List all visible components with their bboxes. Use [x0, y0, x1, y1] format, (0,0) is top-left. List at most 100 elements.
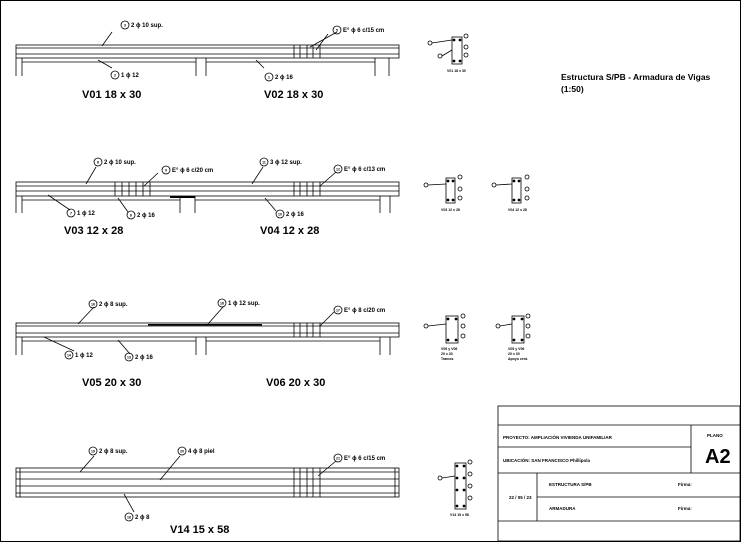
plano-label: PLANO: [707, 433, 723, 438]
svg-text:19: 19: [91, 450, 95, 454]
mark-10: 10 2 ϕ 16: [275, 209, 305, 219]
mark-1: 1 2 ϕ 16: [264, 72, 294, 82]
mark-2: 2 1 ϕ 12: [110, 70, 140, 80]
beam-v05-v06-elevation: [15, 306, 400, 355]
svg-text:2 ϕ 10 sup.: 2 ϕ 10 sup.: [104, 160, 136, 166]
mark-18b: 18 2 ϕ 8: [124, 512, 150, 522]
section-label-2: V03 12 x 28: [441, 208, 460, 212]
svg-text:1 ϕ 12 sup.: 1 ϕ 12 sup.: [228, 301, 260, 307]
project-location: UBICACIÓN: SAN FRANCISCO Phillipola: [503, 456, 590, 463]
beam-name-v14: V14 15 x 58: [170, 524, 229, 536]
svg-text:8: 8: [97, 161, 99, 165]
svg-text:2 ϕ 8 sup.: 2 ϕ 8 sup.: [99, 302, 128, 308]
beam-name-v03: V03 12 x 28: [64, 225, 123, 237]
section-v05-apoyo: [495, 313, 531, 344]
section-label-6: V14 15 x 58: [450, 513, 469, 517]
mark-7: 7 1 ϕ 12: [66, 208, 96, 218]
section-label-4c: Tramos: [441, 357, 454, 361]
mark-11: 11 3 ϕ 12 sup.: [259, 157, 302, 167]
svg-text:2 ϕ 8: 2 ϕ 8: [135, 515, 150, 521]
svg-text:16: 16: [91, 303, 95, 307]
svg-text:3 ϕ 12 sup.: 3 ϕ 12 sup.: [270, 160, 302, 166]
svg-text:2 ϕ 16: 2 ϕ 16: [286, 212, 305, 218]
plano-number: A2: [705, 446, 731, 468]
beam-support-fill: [170, 196, 195, 198]
mark-18: 18 1 ϕ 12 sup.: [217, 298, 260, 308]
section-label-3: V04 12 x 28: [508, 208, 527, 212]
svg-text:10: 10: [278, 213, 282, 217]
beam-name-v05: V05 20 x 30: [82, 377, 141, 389]
beam-v03-v04-elevation: [15, 166, 400, 213]
sheet-subject-1: ESTRUCTURA S/PB: [549, 482, 592, 487]
svg-text:6: 6: [130, 214, 132, 218]
beam-name-v06: V06 20 x 30: [266, 377, 325, 389]
section-label-4b: 20 x 30: [441, 352, 453, 356]
svg-text:17: 17: [336, 309, 340, 313]
beam-name-v04: V04 12 x 28: [260, 225, 319, 237]
svg-text:E° ϕ 6 c/15 cm: E° ϕ 6 c/15 cm: [344, 456, 385, 462]
project-name: PROYECTO: AMPLIACIÓN VIVIENDA UNIFAMILIA…: [503, 433, 613, 440]
svg-text:1 ϕ 12: 1 ϕ 12: [121, 73, 140, 79]
svg-text:5: 5: [336, 29, 338, 33]
drawing-scale: (1:50): [561, 84, 584, 94]
svg-text:9: 9: [165, 169, 167, 173]
date: 22 / 05 / 23: [509, 495, 532, 500]
svg-text:E° ϕ 6 c/13 cm: E° ϕ 6 c/13 cm: [344, 167, 385, 173]
signature-2: Firma:: [678, 506, 692, 511]
svg-text:13: 13: [127, 356, 131, 360]
top-bar-extra: [148, 324, 262, 326]
svg-text:2 ϕ 8 sup.: 2 ϕ 8 sup.: [99, 449, 128, 455]
mark-19: 19 2 ϕ 8 sup.: [88, 446, 128, 456]
section-label-4a: V05 y V06: [441, 347, 457, 351]
mark-3: 3 2 ϕ 10 sup.: [120, 20, 163, 30]
svg-text:E° ϕ 8 c/20 cm: E° ϕ 8 c/20 cm: [344, 308, 385, 314]
svg-text:2 ϕ 16: 2 ϕ 16: [137, 213, 156, 219]
section-v03: [423, 174, 463, 204]
mark-12: 12 E° ϕ 6 c/13 cm: [333, 164, 385, 174]
svg-text:E° ϕ 6 c/15 cm: E° ϕ 6 c/15 cm: [343, 28, 384, 34]
signature-1: Firma:: [678, 482, 692, 487]
beam-name-v01: V01 18 x 30: [82, 89, 141, 101]
section-v05-tramos: [423, 313, 466, 344]
svg-text:20: 20: [180, 450, 184, 454]
mark-6: 6 2 ϕ 16: [126, 210, 156, 220]
svg-text:7: 7: [70, 212, 72, 216]
svg-text:4 ϕ 8 piel: 4 ϕ 8 piel: [188, 449, 215, 455]
svg-text:18: 18: [220, 302, 224, 306]
mark-20: 20 4 ϕ 8 piel: [177, 446, 215, 456]
section-label-1: V01 18 x 30: [447, 69, 466, 73]
section-label-5c: Apoyo cent.: [508, 357, 528, 361]
mark-9: 9 E° ϕ 6 c/20 cm: [161, 165, 213, 175]
svg-text:12: 12: [336, 168, 340, 172]
mark-16: 16 2 ϕ 8 sup.: [88, 299, 128, 309]
svg-text:1: 1: [268, 76, 270, 80]
section-v14: [437, 459, 473, 510]
sheet-subject-2: ARMADURA: [549, 506, 576, 511]
svg-text:18: 18: [127, 516, 131, 520]
section-label-5a: V05 y V06: [508, 347, 524, 351]
mark-8: 8 2 ϕ 10 sup.: [93, 157, 136, 167]
svg-text:E° ϕ 6 c/20 cm: E° ϕ 6 c/20 cm: [172, 168, 213, 174]
title-block: [497, 405, 741, 542]
svg-text:2: 2: [114, 74, 116, 78]
svg-text:14: 14: [67, 354, 71, 358]
svg-text:2 ϕ 16: 2 ϕ 16: [135, 355, 154, 361]
beam-v01-v02-elevation: [15, 31, 400, 76]
mark-21: 21 E° ϕ 6 c/15 cm: [333, 453, 385, 463]
svg-text:3: 3: [124, 24, 126, 28]
beam-v14-elevation: [15, 455, 400, 513]
svg-text:1 ϕ 12: 1 ϕ 12: [77, 211, 96, 217]
svg-text:2 ϕ 16: 2 ϕ 16: [275, 75, 294, 81]
svg-text:11: 11: [262, 161, 266, 165]
section-v04: [491, 174, 530, 204]
mark-13: 13 2 ϕ 16: [124, 352, 154, 362]
svg-text:21: 21: [336, 457, 340, 461]
svg-text:2 ϕ 10 sup.: 2 ϕ 10 sup.: [131, 23, 163, 29]
section-label-5b: 20 x 30: [508, 352, 520, 356]
mark-5: 5 E° ϕ 6 c/15 cm: [332, 25, 384, 35]
beam-name-v02: V02 18 x 30: [264, 89, 323, 101]
drawing-title: Estructura S/PB - Armadura de Vigas: [561, 72, 711, 82]
mark-14: 14 1 ϕ 12: [64, 350, 94, 360]
